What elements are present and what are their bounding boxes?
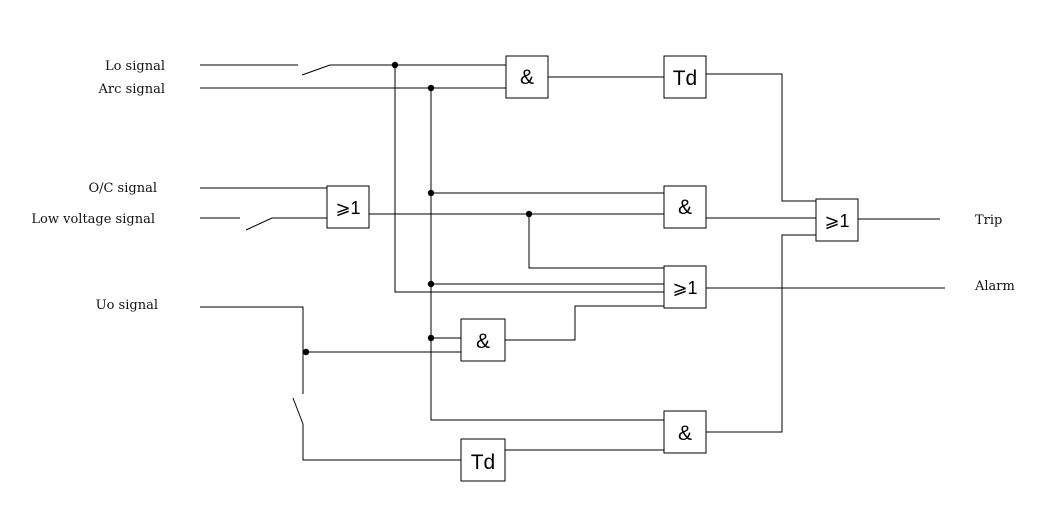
wire-and4-to-or-trip (706, 234, 816, 433)
switch-lo (301, 64, 331, 76)
label-trip: Trip (975, 213, 1002, 228)
switch-uo-blade (292, 397, 304, 425)
gate-and2-label: & (678, 196, 692, 219)
gate-and4: & (663, 410, 707, 454)
label-lo-signal: Lo signal (105, 59, 165, 74)
gate-or-alarm: ⩾1 (663, 265, 707, 309)
junction-lo (391, 61, 399, 69)
junction-or-in (525, 210, 533, 218)
wire-lo-branch (394, 65, 664, 293)
gate-and4-label: & (678, 422, 692, 445)
gate-and3-label: & (476, 330, 490, 353)
gate-and2: & (663, 185, 707, 229)
label-low-voltage-signal: Low voltage signal (31, 212, 155, 227)
wire-uo-to-td2 (302, 424, 461, 461)
gate-or-in: ⩾1 (326, 185, 370, 229)
wires (200, 64, 945, 461)
gate-or-in-label: ⩾1 (335, 198, 360, 218)
junction-uo (302, 348, 310, 356)
gate-or-alarm-label: ⩾1 (672, 278, 697, 298)
gate-and1-label: & (520, 66, 534, 89)
wire-uo-input (200, 306, 304, 352)
label-uo-signal: Uo signal (96, 298, 158, 313)
junctions (302, 61, 533, 356)
junction-arc (427, 84, 435, 92)
label-oc-signal: O/C signal (88, 181, 157, 196)
gate-td1-label: Td (673, 67, 698, 90)
junction-arc-alarm (427, 280, 435, 288)
label-arc-signal: Arc signal (98, 82, 165, 97)
gate-td1: Td (663, 55, 707, 99)
label-alarm: Alarm (974, 279, 1015, 294)
gate-and3: & (460, 318, 506, 362)
input-labels: Lo signal Arc signal O/C signal Low volt… (31, 59, 165, 313)
wire-or-in-branch (528, 214, 664, 269)
switch-low-voltage (245, 217, 273, 231)
gate-td2-label: Td (471, 451, 496, 474)
gate-or-trip-label: ⩾1 (824, 211, 849, 231)
gate-and1: & (505, 55, 549, 99)
junction-arc-and3 (427, 334, 435, 342)
gate-td2: Td (460, 438, 506, 482)
wire-td1-to-or-trip (706, 73, 816, 202)
junction-arc-and2 (427, 189, 435, 197)
gate-or-trip: ⩾1 (815, 198, 859, 242)
output-labels: Trip Alarm (974, 213, 1015, 294)
wire-and3-to-or-alarm (505, 305, 664, 341)
wire-arc-branch (430, 88, 664, 421)
